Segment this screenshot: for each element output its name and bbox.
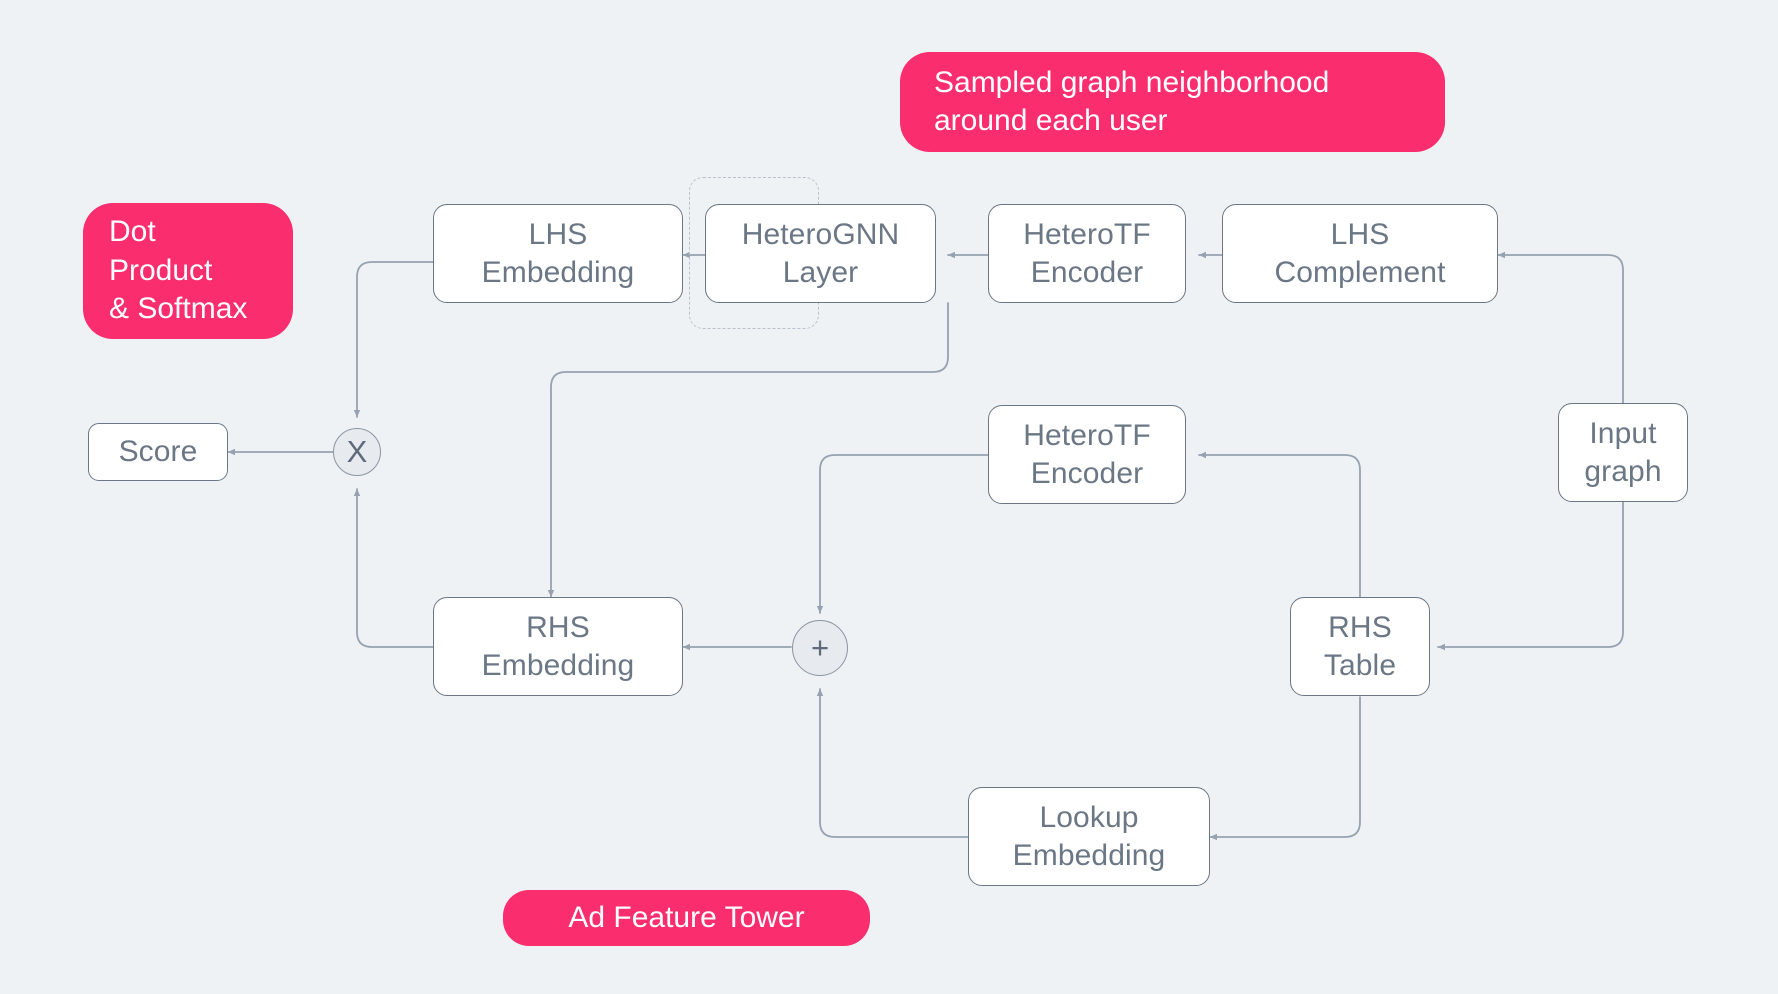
dot-product-operator[interactable]: X <box>333 428 381 476</box>
edge-heterognn-to-rhs-embedding <box>547 302 949 598</box>
edge-lookup-embedding-to-add <box>816 688 969 838</box>
edge-rhs-table-to-lookup-embedding <box>1209 696 1361 841</box>
edge-input-graph-to-lhs-complement <box>1497 251 1624 404</box>
edge-input-graph-to-rhs-table <box>1437 501 1624 651</box>
edge-heterotf-mid-to-add <box>816 454 989 614</box>
node-lhs-complement[interactable]: LHS Complement <box>1222 204 1498 303</box>
badge-sampled-graph-neighborhood: Sampled graph neighborhood around each u… <box>900 52 1445 152</box>
node-score[interactable]: Score <box>88 423 228 481</box>
edge-rhs-table-to-heterotf-mid <box>1198 451 1361 598</box>
node-heterognn-layer[interactable]: HeteroGNN Layer <box>705 204 936 303</box>
node-rhs-embedding[interactable]: RHS Embedding <box>433 597 683 696</box>
node-input-graph[interactable]: Input graph <box>1558 403 1688 502</box>
badge-ad-feature-tower: Ad Feature Tower <box>503 890 870 946</box>
node-rhs-table[interactable]: RHS Table <box>1290 597 1430 696</box>
node-heterotf-encoder-top[interactable]: HeteroTF Encoder <box>988 204 1186 303</box>
node-heterotf-encoder-mid[interactable]: HeteroTF Encoder <box>988 405 1186 504</box>
sum-operator[interactable]: + <box>792 620 848 676</box>
edge-rhs-embedding-to-multiply <box>353 488 434 648</box>
badge-dot-product-softmax: Dot Product & Softmax <box>83 203 293 339</box>
node-lookup-embedding[interactable]: Lookup Embedding <box>968 787 1210 886</box>
edge-lhs-embedding-to-multiply <box>353 261 434 418</box>
node-lhs-embedding[interactable]: LHS Embedding <box>433 204 683 303</box>
